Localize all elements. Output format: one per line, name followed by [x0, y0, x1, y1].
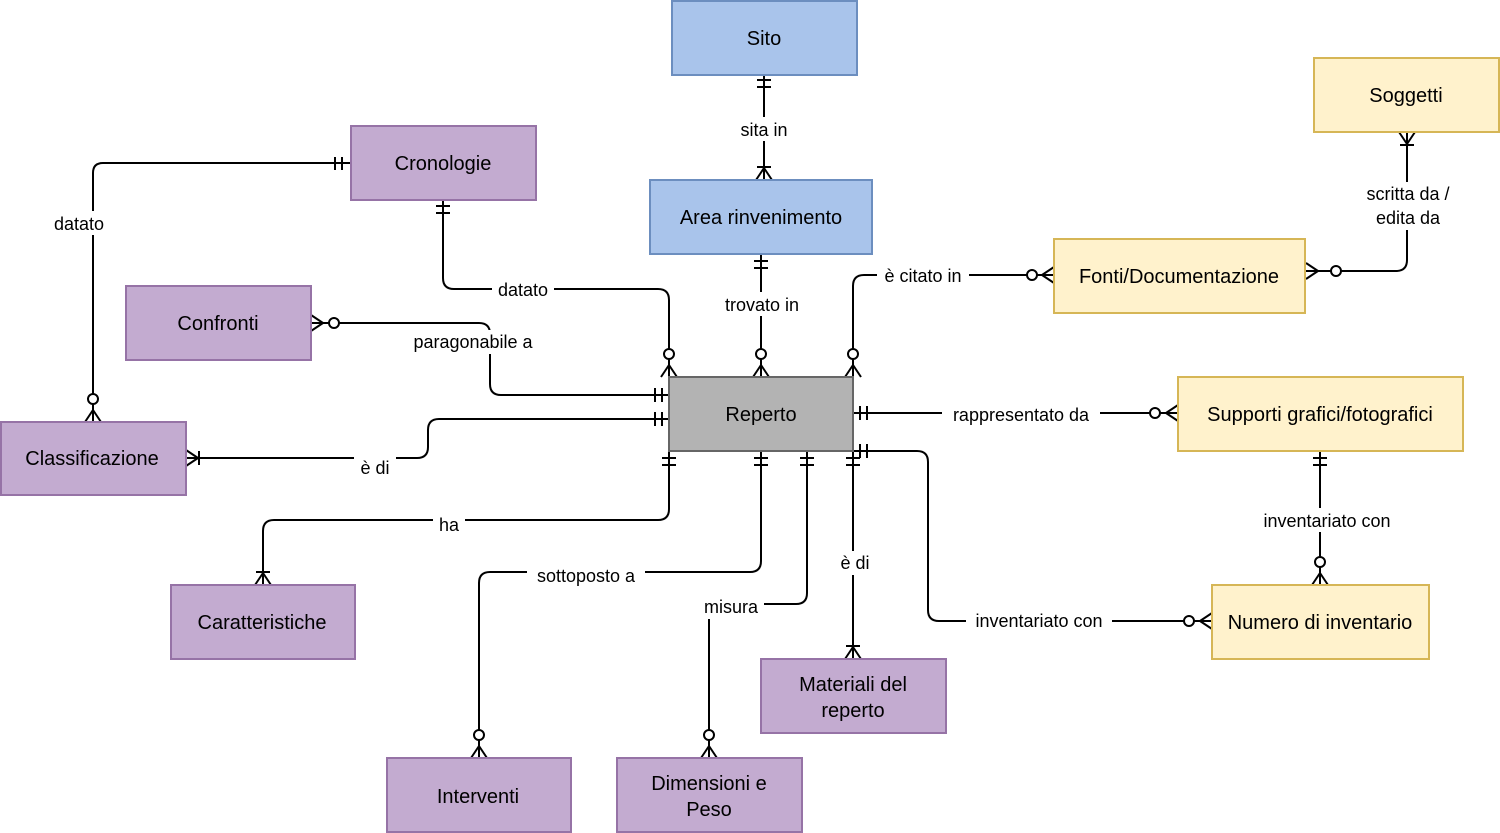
label-sottoposto: sottoposto a [537, 566, 636, 586]
entity-box [350, 125, 537, 201]
entity-confronti[interactable]: Confronti [125, 285, 312, 361]
label-datato-classificazione: datato [54, 214, 104, 234]
edge-e-di-classificazione [185, 412, 669, 467]
entity-reperto[interactable]: Reperto [668, 376, 854, 452]
entity-box [649, 179, 873, 255]
label-inventariato-supporti: inventariato con [1263, 511, 1390, 531]
entity-box [170, 584, 356, 660]
entity-box [668, 376, 854, 452]
entity-label: Fonti/Documentazione [1079, 266, 1279, 288]
entity-caratteristiche[interactable]: Caratteristiche [170, 584, 356, 660]
edge-scritta-da [1305, 131, 1416, 280]
label-misura: misura [704, 597, 759, 617]
label-citato-in: è citato in [884, 266, 961, 286]
entity-box [1211, 584, 1430, 660]
entity-classificazione[interactable]: Classificazione [0, 421, 187, 496]
edge-paragonabile [310, 314, 669, 402]
entity-label: Area rinvenimento [680, 207, 842, 229]
edge-trovato-in [752, 254, 770, 378]
label-rappresentato: rappresentato da [953, 405, 1090, 425]
entity-fonti-documentazione[interactable]: Fonti/Documentazione [1053, 238, 1306, 314]
entity-label-line2: Peso [686, 799, 732, 821]
label-e-di-materiali: è di [840, 553, 869, 573]
entity-label: Sito [747, 28, 781, 50]
edge-datato-reperto [436, 200, 678, 378]
entity-box [0, 421, 187, 496]
entity-label: Caratteristiche [198, 612, 327, 634]
label-e-di-classificazione: è di [360, 458, 389, 478]
entity-label-line1: Dimensioni e [651, 773, 767, 795]
entity-box [760, 658, 947, 734]
entity-label: Supporti grafici/fotografici [1207, 404, 1433, 426]
edge-inventariato-reperto [853, 444, 1213, 630]
entity-label: Numero di inventario [1228, 612, 1413, 634]
entity-dimensioni-peso[interactable]: Dimensioni e Peso [616, 757, 803, 833]
entity-cronologie[interactable]: Cronologie [350, 125, 537, 201]
entity-label: Confronti [177, 313, 258, 335]
entity-supporti-grafici[interactable]: Supporti grafici/fotografici [1177, 376, 1464, 452]
label-trovato-in: trovato in [725, 295, 799, 315]
label-paragonabile: paragonabile a [413, 332, 533, 352]
entity-label: Classificazione [25, 448, 158, 470]
entity-interventi[interactable]: Interventi [386, 757, 572, 833]
entity-label: Reperto [725, 404, 796, 426]
entity-area-rinvenimento[interactable]: Area rinvenimento [649, 179, 873, 255]
entity-label-line2: reperto [821, 700, 884, 722]
edge-citato-in [844, 266, 1055, 378]
entity-sito[interactable]: Sito [671, 0, 858, 76]
entity-box [1313, 57, 1500, 133]
label-scritta-da: scritta da / [1366, 184, 1449, 204]
entity-box [1053, 238, 1306, 314]
entity-label: Soggetti [1369, 85, 1442, 107]
entity-box [386, 757, 572, 833]
label-sita-in: sita in [740, 120, 787, 140]
relation-labels: sita in datato datato trovato in è citat… [48, 117, 1460, 632]
entity-materiali-reperto[interactable]: Materiali del reperto [760, 658, 947, 734]
entity-label-line1: Materiali del [799, 674, 907, 696]
label-inventariato-reperto: inventariato con [975, 611, 1102, 631]
label-datato-reperto: datato [498, 280, 548, 300]
entity-soggetti[interactable]: Soggetti [1313, 57, 1500, 133]
entity-box [616, 757, 803, 833]
edge-datato-classificazione [84, 157, 350, 423]
label-edita-da: edita da [1376, 208, 1441, 228]
entity-numero-inventario[interactable]: Numero di inventario [1211, 584, 1430, 660]
entity-box [671, 0, 858, 76]
edge-ha [254, 451, 676, 586]
entity-box [1177, 376, 1464, 452]
entity-box [125, 285, 312, 361]
entity-label: Cronologie [395, 153, 492, 175]
entity-label: Interventi [437, 786, 519, 808]
label-ha: ha [439, 515, 460, 535]
